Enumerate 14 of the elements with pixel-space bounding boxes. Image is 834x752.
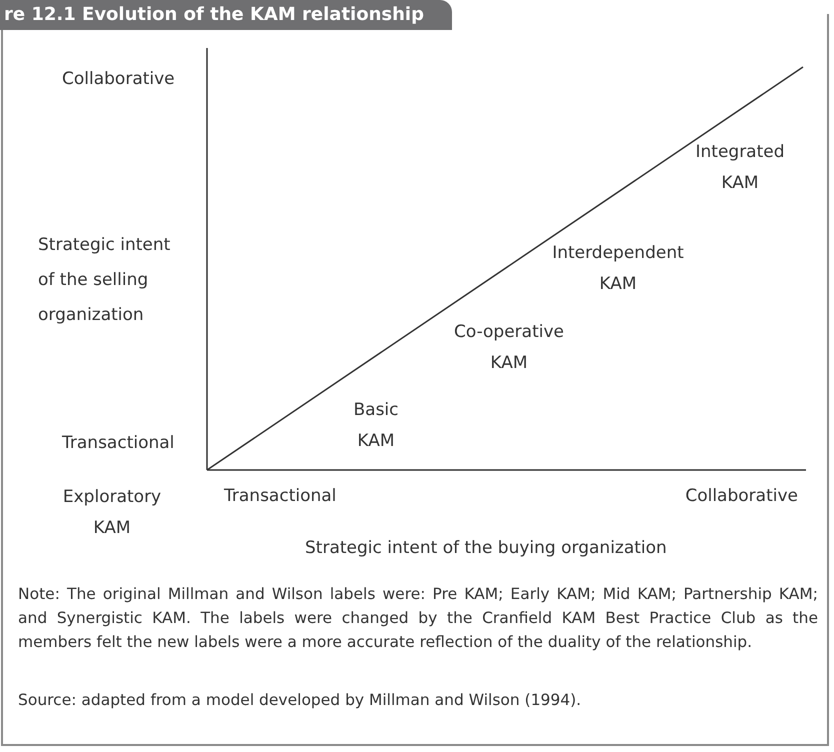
stage-label: Interdependent KAM bbox=[551, 242, 685, 296]
stage-label: Basic KAM bbox=[352, 399, 400, 453]
figure-title: re 12.1 Evolution of the KAM relationship bbox=[0, 0, 452, 30]
stage-label: Exploratory KAM bbox=[62, 486, 162, 540]
source-text: Source: adapted from a model developed by Millman and Wilson (1994). bbox=[18, 690, 582, 711]
stage-label: Co-operative KAM bbox=[452, 321, 565, 375]
axis-end-label: Collaborative bbox=[684, 485, 798, 508]
axis-end-label: Collaborative bbox=[62, 68, 175, 91]
stage-label: Integrated KAM bbox=[694, 141, 786, 195]
note-text: Note: The original Millman and Wilson labels were: Pre KAM; Early KAM; Mid KAM; Partnership KAM; and Synergistic KAM. The labels were changed by the Cranfield KAM Best Practice Club as the members felt the new labels were a more accurate reflection of the duality of the relationship. bbox=[18, 584, 818, 653]
axis-end-label: Transactional bbox=[62, 432, 174, 455]
axis-title: Strategic intent of the selling organization bbox=[38, 234, 172, 327]
axis-title: Strategic intent of the buying organization bbox=[305, 537, 667, 560]
axis-end-label: Transactional bbox=[224, 485, 336, 508]
